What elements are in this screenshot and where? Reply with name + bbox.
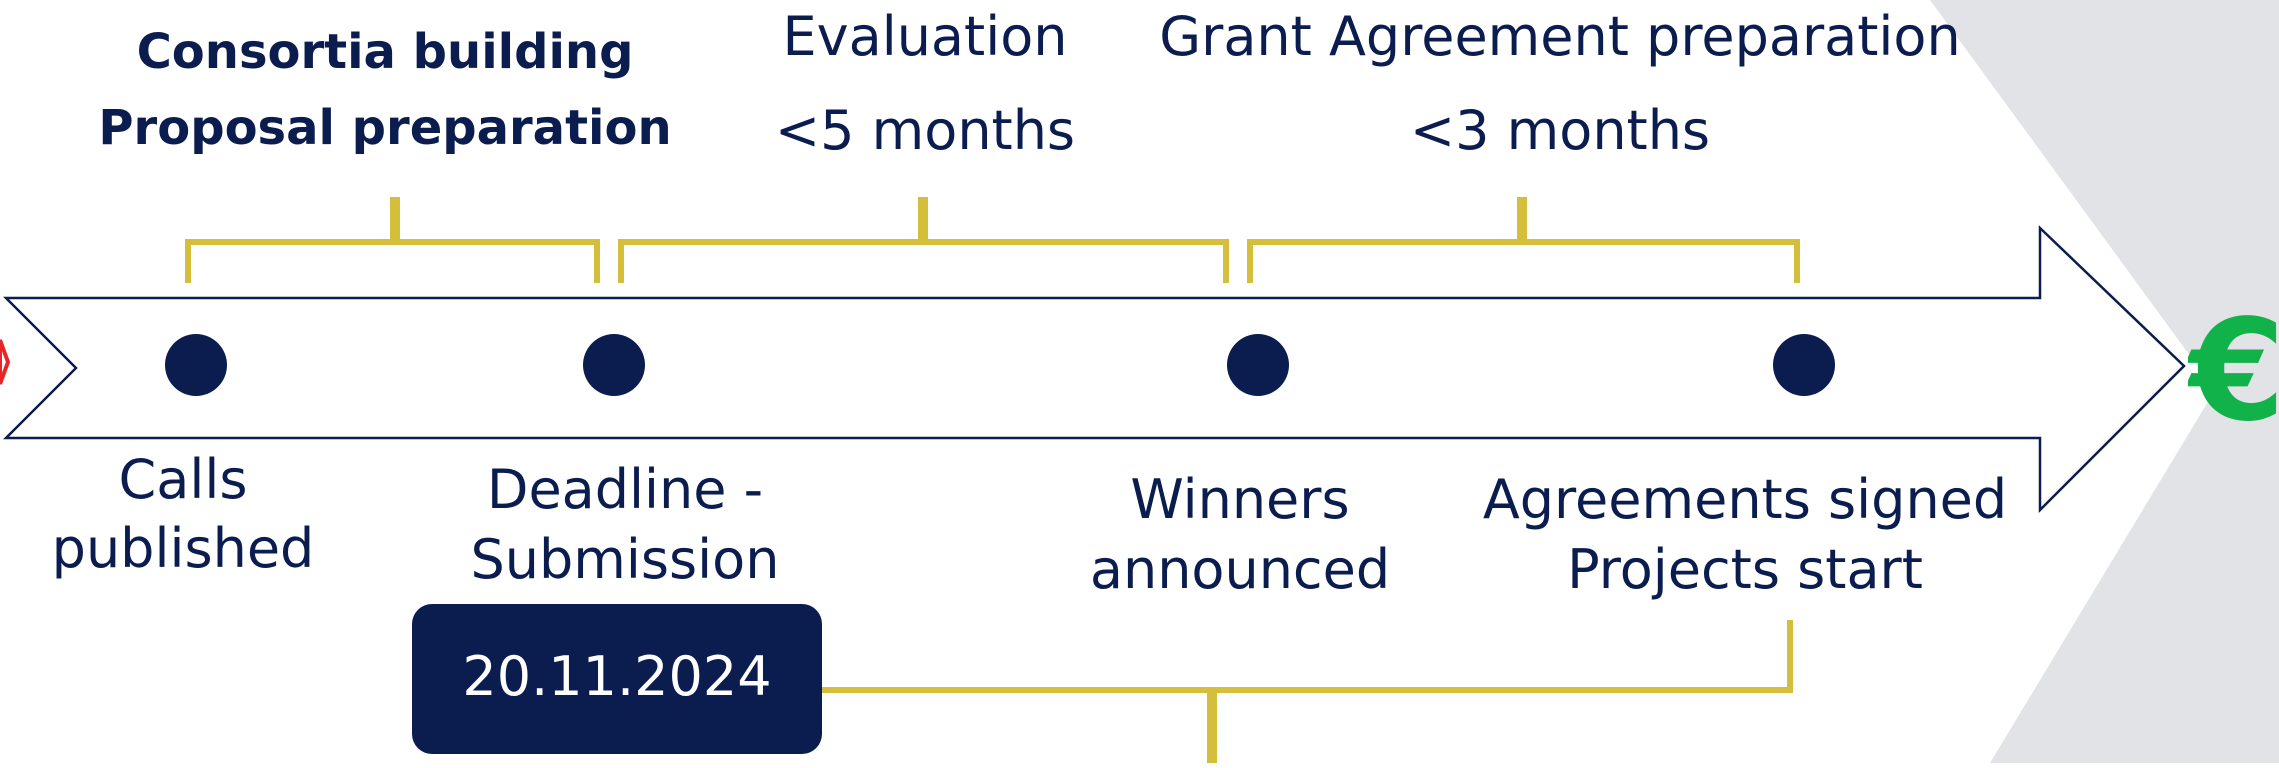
milestone-label-calls-line1: Calls [118, 448, 248, 511]
bracket-proposal [185, 197, 600, 283]
phase-title-grant: Grant Agreement preparation [1159, 5, 1961, 68]
milestone-label-winners-line1: Winners [1130, 468, 1350, 531]
milestone-label-calls-line2: published [51, 517, 315, 580]
euro-funding-icon: € [2188, 292, 2279, 452]
milestone-label-agreements-line1: Agreements signed [1482, 468, 2008, 531]
euro-symbol: € [2188, 292, 2279, 452]
phase-duration-evaluation: <5 months [774, 99, 1076, 162]
phase-title-proposal-line2: Proposal preparation [98, 100, 672, 156]
milestone-label-deadline-line2: Submission [470, 528, 780, 591]
red-arrow-mark [0, 339, 11, 385]
milestone-dot-deadline [583, 334, 645, 396]
deadline-date-text: 20.11.2024 [462, 645, 772, 708]
phase-title-proposal-line1: Consortia building [136, 24, 634, 80]
bracket-overall [822, 620, 1793, 766]
timeline-arrow [2, 225, 2186, 514]
deadline-date-badge: 20.11.2024 [412, 604, 822, 754]
milestone-label-agreements-line2: Projects start [1567, 538, 1923, 601]
background-chevron [1930, 0, 2279, 763]
milestone-dot-agreements [1773, 334, 1835, 396]
milestone-dot-winners [1227, 334, 1289, 396]
bracket-grant [1247, 197, 1800, 283]
milestone-label-winners-line2: announced [1089, 538, 1391, 601]
bracket-evaluation [618, 197, 1229, 283]
milestone-label-deadline-line1: Deadline - [486, 458, 764, 521]
milestone-dot-calls [165, 334, 227, 396]
phase-title-evaluation: Evaluation [782, 5, 1068, 68]
phase-duration-grant: <3 months [1409, 99, 1711, 162]
